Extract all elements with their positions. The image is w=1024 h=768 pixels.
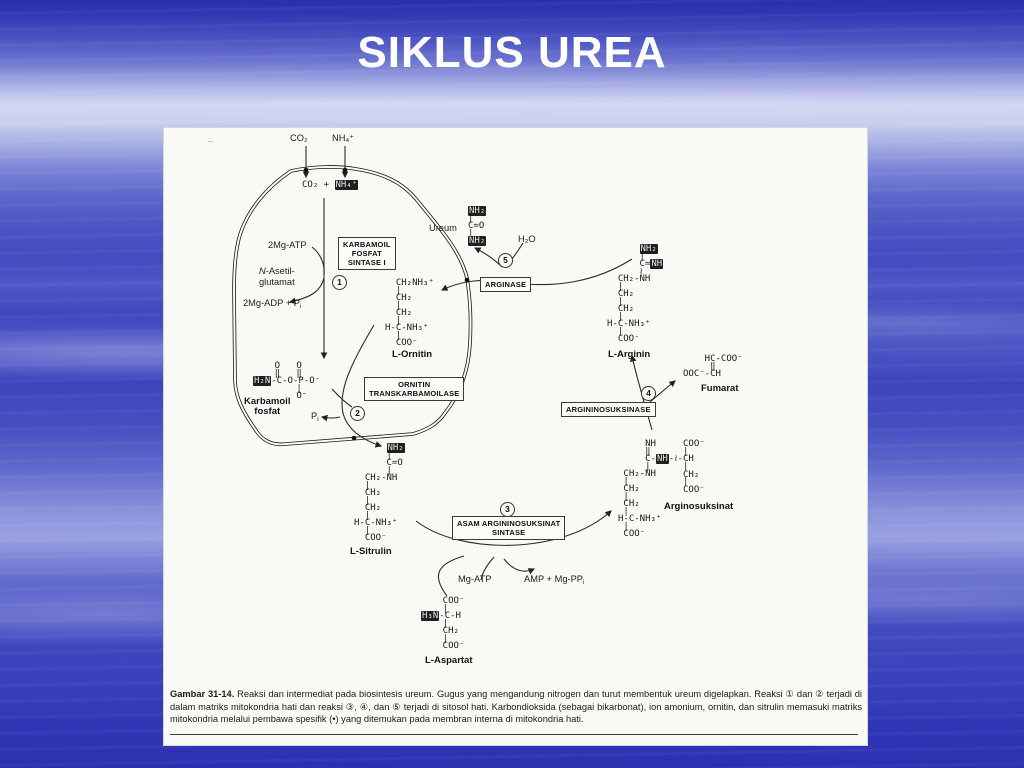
scan-artifact: ~·	[208, 139, 215, 146]
aspartat-structure: COO⁻ |H₃N-C-H | CH₂ | COO⁻	[421, 596, 465, 651]
membrane-carrier-dots	[303, 167, 470, 441]
mitochondrial-membrane	[232, 165, 473, 447]
reaction-2: 2	[350, 406, 365, 421]
ureum-label: Ureum	[429, 223, 457, 233]
urea-cycle-diagram	[232, 146, 676, 597]
arginin-label: L-Arginin	[608, 349, 651, 360]
arginin-structure: NH₂ | C=NH ≀ CH₂-NH | CH₂ | CH₂ |H-C-NH₃…	[607, 244, 664, 344]
cofactor-pi: Pi	[311, 411, 319, 423]
arginosuksinat-label: Arginosuksinat	[664, 501, 734, 512]
cofactor-2mg-atp: 2Mg-ATP	[268, 240, 307, 250]
arginosuksinat-structure-right-bottom: |CH₂|COO⁻	[683, 462, 705, 495]
sitrulin-structure: NH₂ | C=O | CH₂-NH | CH₂ | CH₂ |H-C-NH₃⁺…	[354, 443, 405, 543]
reaction-4: 4	[641, 386, 656, 401]
ornitin-structure: CH₂NH₃⁺ | CH₂ | CH₂ |H-C-NH₃⁺ | COO⁻	[385, 278, 434, 348]
cofactor-n-asetil-glutamat: N-Asetil-glutamat	[259, 266, 295, 287]
reaction-5: 5	[498, 253, 513, 268]
slide-title: SIKLUS UREA	[357, 28, 667, 77]
caption-figure-number: Gambar 31-14.	[170, 689, 235, 699]
figure-caption: Gambar 31-14. Reaksi dan intermediat pad…	[170, 688, 862, 726]
figure-panel: Gambar 31-14. Reaksi dan intermediat pad…	[163, 127, 868, 746]
fumarat-structure: HC-COO⁻ ‖OOC⁻-CH	[683, 354, 743, 379]
arginosuksinat-structure-right-top: COO⁻|	[683, 439, 705, 457]
caption-text: Reaksi dan intermediat pada biosintesis …	[170, 689, 862, 725]
karbamoil-fosfat-structure: O O ‖ ‖H₂N-C-O-P-O⁻ | O⁻	[253, 361, 321, 401]
ureum-structure: NH₂|C=O|NH₂	[468, 206, 487, 246]
ornitin-label: L-Ornitin	[392, 349, 433, 360]
nh4-outside: NH₄⁺	[332, 133, 355, 143]
cofactor-mg-atp: Mg-ATP	[458, 574, 492, 584]
co2-outside: CO₂	[290, 133, 308, 143]
reaction-1: 1	[332, 275, 347, 290]
co2-nh4-matrix: CO₂ + NH₄⁺	[302, 180, 359, 190]
enzyme-argininosuksinase: ARGININOSUKSINASE	[561, 402, 656, 417]
caption-rule	[170, 734, 858, 735]
fumarat-label: Fumarat	[701, 383, 739, 394]
enzyme-arginase: ARGINASE	[480, 277, 532, 292]
cofactor-2mg-adp: 2Mg-ADP + Pi	[243, 298, 302, 310]
cofactor-h2o: H₂O	[518, 234, 536, 244]
cofactor-amp-mg-pp: AMP + Mg-PPi	[524, 574, 585, 586]
reaction-3: 3	[500, 502, 515, 517]
aspartat-label: L-Aspartat	[425, 655, 473, 666]
arginosuksinat-structure-left: NH ‖ C-NH-≀-CH | CH₂-NH | CH₂ | CH₂ |H-C…	[618, 439, 694, 539]
sitrulin-label: L-Sitrulin	[350, 546, 392, 557]
